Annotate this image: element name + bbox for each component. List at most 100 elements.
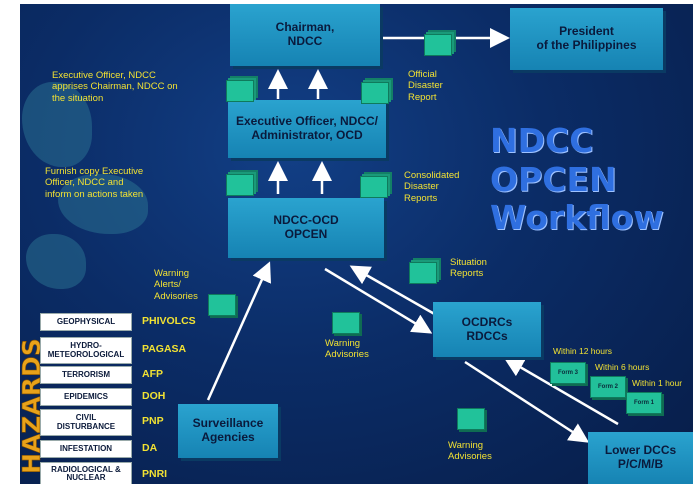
box-president: President of the Philippines [510,8,663,70]
document-icon-opcen-left [226,174,254,196]
label-exec-apprises-l3: the situation [52,92,104,104]
hazard-civil-disturbance: CIVIL DISTURBANCE [40,409,132,436]
hazard-name: CIVIL DISTURBANCE [56,413,116,431]
document-icon-chairman-president [424,34,452,56]
document-icon-warning-alerts [208,294,236,316]
agency-da: DA [142,442,158,454]
document-icon-exec-right [361,82,389,104]
map-island-mindanao [26,234,86,289]
agency-pnp: PNP [142,415,164,427]
box-lower-dccs: Lower DCCs P/C/M/B [588,432,693,484]
label-consolidated-l1: Consolidated [404,170,460,181]
box-chairman: Chairman, NDCC [230,4,380,66]
label-exec-apprises: Executive Officer, NDCC apprises Chairma… [52,70,178,104]
arrow-opcen-to-ocdrcs [324,267,433,334]
agency-pagasa: PAGASA [142,343,187,355]
hazard-name: INFESTATION [59,443,113,453]
box-surveillance-line1: Surveillance [192,416,264,431]
label-official-l2: Disaster [408,80,443,92]
label-warning-adv-2: Warning Advisories [448,440,492,463]
title-line-3: Workflow [490,198,664,238]
label-warning-adv1-l2: Advisories [325,349,369,361]
agency-phivolcs: PHIVOLCS [142,315,196,327]
arrow-ocdrcs-to-opcen [349,265,439,318]
label-consolidated: Consolidated Disaster Reports [404,170,459,204]
label-furnish-copy: Furnish copy Executive Officer, NDCC and… [45,166,143,200]
label-situation: Situation Reports [450,257,487,280]
label-warning-adv2-l1: Warning [448,440,484,451]
document-icon-situation [409,262,437,284]
label-warning-alerts-l1: Warning [154,268,190,279]
map-island-visayas [58,174,148,234]
hazard-hydro-meteorological: HYDRO- METEOROLOGICAL [40,337,132,364]
document-icon-opcen-right [360,176,388,198]
box-ocdrcs: OCDRCs RDCCs [433,302,541,357]
hazard-name: TERRORISM [62,369,110,379]
agency-doh: DOH [142,390,166,402]
hazard-epidemics: EPIDEMICS [40,388,132,406]
title-line-2: OPCEN [490,159,617,199]
label-warning-adv-1: Warning Advisories [325,338,369,361]
box-chairman-line2: NDCC [287,34,323,48]
label-situation-l1: Situation [450,257,487,268]
box-opcen-line2: OPCEN [284,227,328,241]
hazard-geophysical: GEOPHYSICAL [40,313,132,331]
label-consolidated-l2: Disaster [404,181,439,193]
form-3-icon: Form 3 [550,362,586,384]
box-exec-line1: Executive Officer, NDCC/ [235,114,379,129]
box-opcen: NDCC-OCD OPCEN [228,198,384,258]
box-surveillance: Surveillance Agencies [178,404,278,458]
flow-arrows [206,28,619,443]
box-opcen-line1: NDCC-OCD [273,213,339,228]
title-line-1: NDCC [490,121,594,160]
label-exec-apprises-l1: Executive Officer, NDCC [52,70,156,81]
box-lower-line2: P/C/M/B [617,457,664,471]
box-exec-line2: Administrator, OCD [251,128,363,142]
label-warning-alerts: Warning Alerts/ Advisories [154,268,198,302]
box-surveillance-line2: Agencies [201,430,255,444]
arrow-lower-to-ocdrcs [503,357,619,426]
label-warning-alerts-l2: Alerts/ [154,279,181,291]
label-warning-adv2-l2: Advisories [448,451,492,463]
label-furnish-l3: inform on actions taken [45,188,144,200]
label-official-report: Official Disaster Report [408,69,443,103]
form-1-icon: Form 1 [626,392,662,414]
hazard-terrorism: TERRORISM [40,366,132,384]
box-ocdrcs-line1: OCDRCs [461,314,513,329]
label-consolidated-l3: Reports [404,192,438,204]
agency-afp: AFP [142,368,163,380]
box-ocdrcs-line2: RDCCs [466,328,508,343]
label-within-6: Within 6 hours [595,362,650,372]
hazard-name: HYDRO- METEOROLOGICAL [47,341,125,359]
box-president-line1: President [559,24,614,39]
hazard-name: GEOPHYSICAL [56,316,116,326]
hazard-radiological-nuclear: RADIOLOGICAL & NUCLEAR [40,462,132,484]
map-island-luzon [22,82,92,167]
box-executive-officer: Executive Officer, NDCC/ Administrator, … [228,100,386,158]
label-within-12: Within 12 hours [553,346,613,356]
hazard-name: EPIDEMICS [63,391,108,401]
label-within-1: Within 1 hour [632,378,683,388]
arrow-surveillance-to-opcen [206,261,271,401]
label-official-l3: Report [408,91,437,103]
label-furnish-l2: Officer, NDCC and [45,177,124,189]
document-icon-warning-adv-2 [457,408,485,430]
label-warning-alerts-l3: Advisories [154,290,198,302]
label-situation-l2: Reports [450,268,484,280]
label-furnish-l1: Furnish copy Executive [45,166,144,177]
label-warning-adv1-l1: Warning [325,338,361,349]
document-icon-exec-left [226,80,254,102]
workflow-slide: Chairman, NDCC President of the Philippi… [20,4,693,484]
hazard-infestation: INFESTATION [40,440,132,458]
box-lower-line1: Lower DCCs [604,443,677,458]
box-chairman-line1: Chairman, [275,20,335,35]
hazard-name: RADIOLOGICAL & NUCLEAR [51,464,121,482]
label-official-l1: Official [408,69,437,80]
form-2-icon: Form 2 [590,376,626,398]
box-president-line2: of the Philippines [536,38,637,52]
label-exec-apprises-l2: apprises Chairman, NDCC on [52,81,178,93]
arrow-ocdrcs-to-lower [464,360,590,443]
document-icon-warning-adv-1 [332,312,360,334]
